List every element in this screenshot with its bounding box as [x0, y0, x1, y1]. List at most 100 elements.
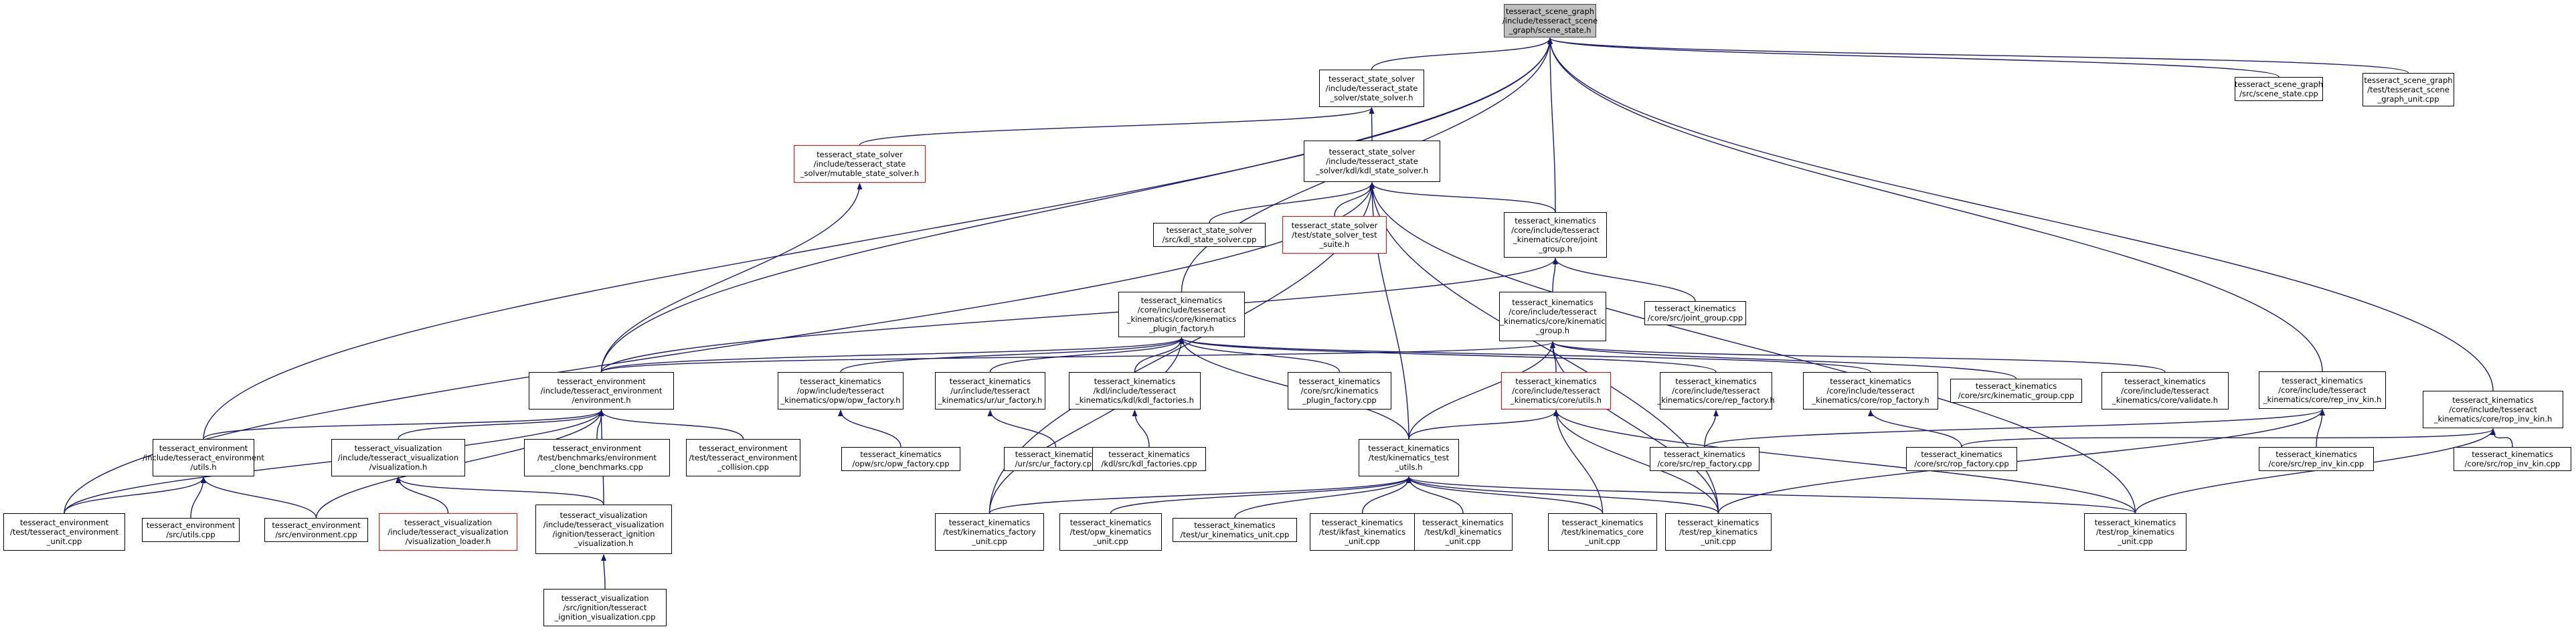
node-label-line: tesseract_kinematics	[2472, 450, 2553, 459]
node-viz-visualization-h[interactable]: tesseract_visualization/include/tesserac…	[331, 439, 465, 476]
node-env-environment-h[interactable]: tesseract_environment/include/tesseract_…	[529, 372, 674, 410]
node-label-line: /core/src/rep_factory.cpp	[1657, 459, 1752, 468]
node-rop-inv-kin-cpp[interactable]: tesseract_kinematics/core/src/rop_inv_ki…	[2454, 447, 2571, 471]
node-kinematic-group-h[interactable]: tesseract_kinematics/core/include/tesser…	[1499, 292, 1606, 341]
node-opw-unit-cpp[interactable]: tesseract_kinematics/test/opw_kinematics…	[1059, 513, 1162, 551]
node-label-line: tesseract_visualization	[404, 518, 492, 527]
node-label-line: /include/tesseract_state	[1326, 157, 1418, 166]
node-rep-factory-h[interactable]: tesseract_kinematics/core/include/tesser…	[1657, 372, 1775, 410]
node-label-line: /include/tesseract_state	[813, 159, 906, 169]
node-label-line: tesseract_environment	[146, 521, 236, 530]
node-kdl-factories-h[interactable]: tesseract_kinematics/kdl/include/tessera…	[1069, 372, 1201, 410]
node-label-line: tesseract_environment	[557, 377, 646, 386]
edge-kdl-factories-cpp-to-kdl-factories-h	[1132, 410, 1150, 448]
edge-kdl-state-solver-h-to-state-solver-h	[1369, 107, 1375, 141]
node-label-line: _kinematics/kdl/kdl_factories.h	[1076, 395, 1194, 405]
edge-env-environment-cpp-to-env-utils-h	[201, 476, 317, 519]
node-core-unit-cpp[interactable]: tesseract_kinematics/test/kinematics_cor…	[1548, 513, 1657, 551]
node-state-solver-test-suite-h[interactable]: tesseract_state_solver/test/state_solver…	[1282, 216, 1387, 254]
node-sg-scene-state-cpp[interactable]: tesseract_scene_graph/src/scene_state.cp…	[2235, 77, 2323, 101]
node-label-line: tesseract_kinematics	[1561, 518, 1644, 527]
edge-core-unit-cpp-to-kin-test-utils-h	[1406, 476, 1604, 514]
node-env-utils-h[interactable]: tesseract_environment/include/tesseract_…	[143, 439, 264, 476]
node-rep-inv-kin-cpp[interactable]: tesseract_kinematics/core/src/rep_inv_ki…	[2259, 447, 2374, 471]
edge-rop-unit-cpp-to-kin-test-utils-h	[1406, 476, 2136, 514]
node-rep-inv-kin-h[interactable]: tesseract_kinematics/core/include/tesser…	[2259, 371, 2386, 409]
node-label-line: tesseract_state_solver	[1328, 147, 1415, 157]
edge-kdl-test-unit-cpp-to-kin-test-utils-h	[1406, 476, 1464, 514]
node-label-line: _kinematics/core/rop_inv_kin.h	[2433, 414, 2553, 424]
node-opw-factory-cpp[interactable]: tesseract_kinematics/opw/src/opw_factory…	[841, 447, 960, 471]
edge-rop-unit-cpp-to-kdl-state-solver-h	[1369, 182, 2136, 514]
node-opw-factory-h[interactable]: tesseract_kinematics/opw/include/tessera…	[778, 372, 904, 410]
node-label-line: tesseract_environment	[552, 444, 642, 453]
node-env-collision-cpp[interactable]: tesseract_environment/test/tesseract_env…	[686, 439, 800, 476]
node-env-unit-cpp[interactable]: tesseract_environment/test/tesseract_env…	[3, 513, 125, 551]
node-mutable-state-solver-h[interactable]: tesseract_state_solver/include/tesseract…	[794, 145, 926, 183]
edge-env-environment-h-to-mutable-state-solver-h	[600, 183, 863, 373]
node-joint-group-h[interactable]: tesseract_kinematics/core/include/tesser…	[1504, 212, 1607, 258]
node-label-line: tesseract_environment	[272, 521, 361, 530]
node-label-line: tesseract_state_solver	[1166, 226, 1253, 235]
node-validate-h[interactable]: tesseract_kinematics/core/include/tesser…	[2101, 372, 2229, 410]
node-label-line: _kinematics/ur/ur_factory.h	[938, 395, 1043, 405]
node-label-line: tesseract_kinematics	[1830, 377, 1911, 386]
node-rop-inv-kin-h[interactable]: tesseract_kinematics/core/include/tesser…	[2423, 391, 2563, 428]
node-label-line: /include/tesseract_visualization	[337, 453, 459, 462]
node-env-clone-bench-cpp[interactable]: tesseract_environment/test/benchmarks/en…	[524, 439, 670, 476]
edge-rop-unit-cpp-to-core-utils-h	[1553, 410, 2136, 514]
edge-mutable-state-solver-h-to-state-solver-h	[859, 107, 1375, 146]
edge-joint-group-cpp-to-joint-group-h	[1553, 258, 1696, 302]
node-label-line: tesseract_kinematics	[2282, 376, 2363, 385]
node-label-line: tesseract_kinematics	[1069, 518, 1152, 527]
node-label-line: tesseract_environment	[159, 444, 248, 453]
node-viz-ignition-cpp[interactable]: tesseract_visualization/src/ignition/tes…	[543, 589, 667, 626]
node-label-line: tesseract_kinematics	[1515, 216, 1596, 226]
node-label-line: /test/tesseract_environment	[9, 527, 119, 537]
node-label-line: _plugin_factory.h	[1149, 324, 1214, 333]
node-rop-factory-h[interactable]: tesseract_kinematics/core/include/tesser…	[1803, 372, 1938, 410]
edge-env-environment-h-to-root	[600, 37, 1553, 373]
node-label-line: /test/rep_kinematics	[1679, 527, 1757, 537]
node-kdl-factories-cpp[interactable]: tesseract_kinematics/kdl/src/kdl_factori…	[1092, 447, 1206, 471]
node-kinematic-group-cpp[interactable]: tesseract_kinematics/core/src/kinematic_…	[1950, 379, 2082, 403]
node-kin-factory-unit-cpp[interactable]: tesseract_kinematics/test/kinematics_fac…	[935, 513, 1044, 551]
node-ikfast-unit-cpp[interactable]: tesseract_kinematics/test/ikfast_kinemat…	[1310, 513, 1415, 551]
node-kdl-state-solver-cpp[interactable]: tesseract_state_solver/src/kdl_state_sol…	[1153, 223, 1266, 247]
node-joint-group-cpp[interactable]: tesseract_kinematics/core/src/joint_grou…	[1644, 301, 1746, 325]
node-label-line: _graph/scene_state.h	[1509, 25, 1592, 35]
edge-ur-unit-cpp-to-kin-test-utils-h	[1234, 476, 1411, 519]
node-viz-ignition-h[interactable]: tesseract_visualization/include/tesserac…	[535, 505, 672, 554]
node-rep-unit-cpp[interactable]: tesseract_kinematics/test/rep_kinematics…	[1665, 513, 1772, 551]
node-ur-unit-cpp[interactable]: tesseract_kinematics/test/ur_kinematics_…	[1173, 518, 1297, 542]
node-label-line: _unit.cpp	[46, 537, 82, 546]
edge-rep-unit-cpp-to-kin-test-utils-h	[1406, 476, 1719, 514]
node-label-line: tesseract_kinematics	[1321, 518, 1403, 527]
node-label-line: /test/tesseract_scene	[2367, 85, 2450, 94]
node-kdl-test-unit-cpp[interactable]: tesseract_kinematics/test/kdl_kinematics…	[1413, 513, 1513, 551]
node-viz-loader-h[interactable]: tesseract_visualization/include/tesserac…	[379, 513, 517, 551]
node-label-line: _kinematics/core/validate.h	[2112, 395, 2218, 405]
node-kin-test-utils-h[interactable]: tesseract_kinematics/test/kinematics_tes…	[1359, 439, 1459, 476]
node-kin-plugin-factory-h[interactable]: tesseract_kinematics/core/include/tesser…	[1118, 292, 1245, 337]
node-label-line: _clone_benchmarks.cpp	[551, 462, 643, 472]
node-env-utils-cpp[interactable]: tesseract_environment/src/utils.cpp	[142, 518, 240, 542]
node-kin-plugin-factory-cpp[interactable]: tesseract_kinematics/core/src/kinematics…	[1288, 372, 1391, 410]
node-env-environment-cpp[interactable]: tesseract_environment/src/environment.cp…	[264, 518, 368, 542]
node-rep-factory-cpp[interactable]: tesseract_kinematics/core/src/rep_factor…	[1650, 447, 1759, 471]
node-rop-factory-cpp[interactable]: tesseract_kinematics/core/src/rop_factor…	[1906, 447, 2017, 471]
node-label-line: tesseract_kinematics	[1512, 298, 1594, 307]
node-core-utils-h[interactable]: tesseract_kinematics/core/include/tesser…	[1501, 372, 1611, 410]
node-ur-factory-h[interactable]: tesseract_kinematics/ur/include/tesserac…	[935, 372, 1045, 410]
node-sg-unit-cpp[interactable]: tesseract_scene_graph/test/tesseract_sce…	[2363, 73, 2454, 106]
edge-rop-inv-kin-h-to-root	[1547, 37, 2494, 391]
node-rop-unit-cpp[interactable]: tesseract_kinematics/test/rop_kinematics…	[2084, 513, 2186, 551]
node-ur-factory-cpp[interactable]: tesseract_kinematics/ur/src/ur_factory.c…	[1004, 447, 1108, 471]
node-label-line: /ur/src/ur_factory.cpp	[1015, 459, 1097, 468]
node-kdl-state-solver-h[interactable]: tesseract_state_solver/include/tesseract…	[1304, 141, 1440, 182]
node-label-line: /opw/include/tesseract	[796, 386, 885, 395]
node-state-solver-h[interactable]: tesseract_state_solver/include/tesseract…	[1319, 70, 1424, 107]
node-label-line: /src/ignition/tesseract	[563, 603, 647, 612]
node-label-line: /ignition/tesseract_ignition	[552, 529, 655, 539]
